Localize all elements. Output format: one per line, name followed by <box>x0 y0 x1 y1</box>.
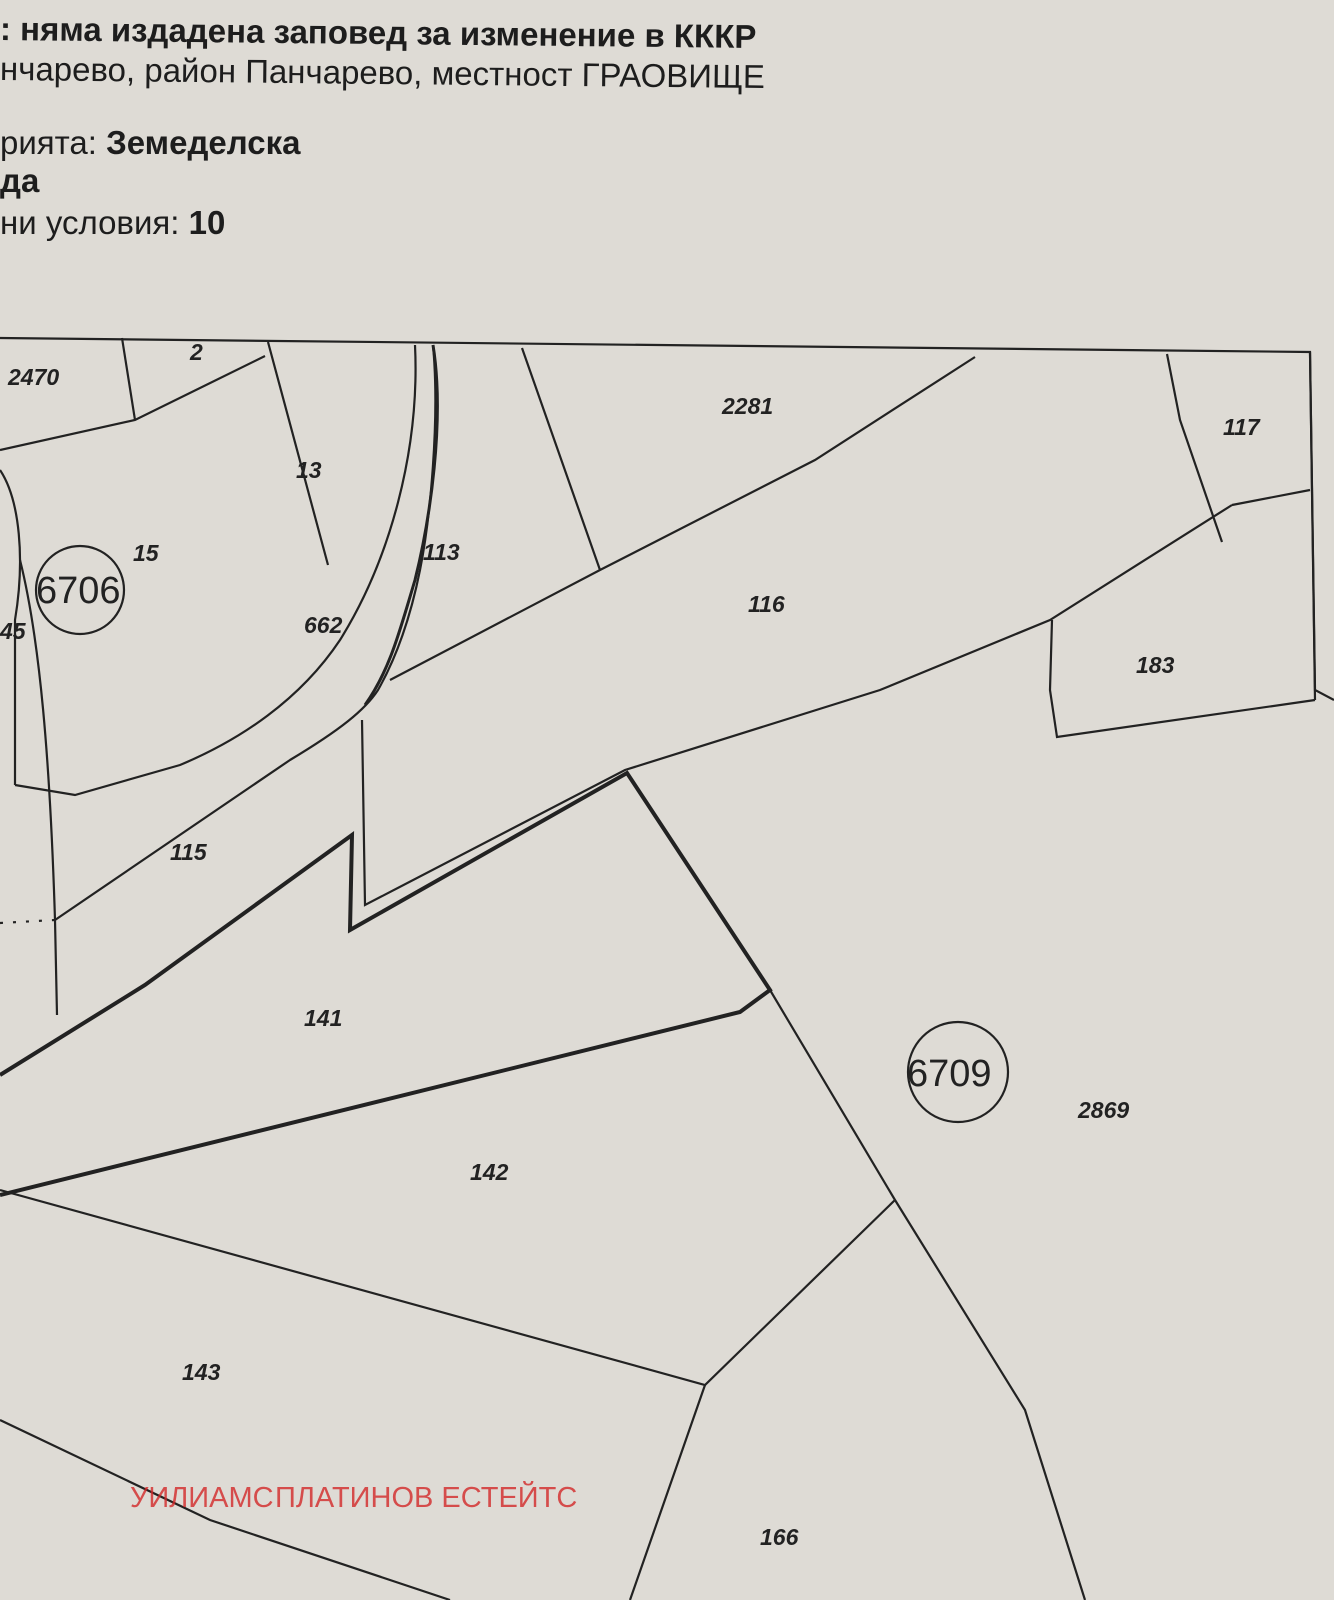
map-border-top <box>0 336 1334 701</box>
parcel-boundary <box>769 989 1087 1600</box>
parcel-label: 2470 <box>7 364 59 390</box>
parcel-boundary <box>1231 488 1311 507</box>
parcel-label: 13 <box>296 457 322 483</box>
parcel-boundary <box>360 504 1233 907</box>
parcel-boundary <box>389 356 976 681</box>
header-line-5: ни условия: 10 <box>0 204 225 242</box>
zone-label-6709: 6709 <box>907 1053 992 1095</box>
parcel-label: 2 <box>189 339 203 365</box>
parcel-boundary <box>520 347 602 571</box>
parcel-label: 117 <box>1223 414 1261 440</box>
parcel-boundary <box>18 559 59 1016</box>
land-category-value: Земеделска <box>106 124 301 161</box>
parcel-boundary <box>1165 353 1224 543</box>
watermark-text-first: УИЛИАМС <box>130 1482 274 1514</box>
zone-circle-6706 <box>34 544 126 636</box>
parcel-141-boundary <box>0 770 773 1197</box>
zone-circle-6709 <box>906 1020 1010 1124</box>
parcel-label: 183 <box>1136 652 1175 678</box>
parcel-label: 142 <box>470 1159 509 1185</box>
parcel-label: 2281 <box>721 393 773 419</box>
parcel-boundary <box>14 344 417 797</box>
parcel-boundary <box>120 337 137 421</box>
parcel-boundary <box>363 344 439 706</box>
parcel-label: 141 <box>304 1005 342 1031</box>
parcel-boundary <box>1308 351 1317 701</box>
parcel-label: 115 <box>170 839 208 865</box>
zone-label-6706: 6706 <box>36 570 121 612</box>
land-category-label: рията: <box>0 124 107 161</box>
parcel-label: 143 <box>182 1359 221 1385</box>
parcel-label: 15 <box>133 540 160 566</box>
parcel-label: 662 <box>304 612 343 638</box>
parcel-label: 113 <box>423 539 460 565</box>
conditions-value: 10 <box>188 204 226 241</box>
parcel-boundary <box>0 469 22 785</box>
conditions-label: ни условия: <box>0 204 189 241</box>
header-line-4: да <box>0 162 40 199</box>
parcel-boundary <box>628 1384 707 1600</box>
parcel-label: 45 <box>0 618 27 644</box>
parcel-boundary <box>0 1419 451 1600</box>
parcel-label: 116 <box>748 591 785 617</box>
parcel-boundary <box>1048 619 1316 739</box>
parcel-label: 2869 <box>1077 1097 1129 1123</box>
parcel-boundary-dotted <box>0 918 56 925</box>
parcel-boundary <box>266 341 330 566</box>
watermark-text: ПЛАТИНОВ ЕСТЕЙТС <box>275 1482 578 1514</box>
parcel-label: 166 <box>760 1524 799 1550</box>
header-line-3: рията: Земеделска <box>0 124 301 162</box>
parcel-boundary <box>54 344 437 921</box>
parcel-boundary <box>0 1188 896 1387</box>
